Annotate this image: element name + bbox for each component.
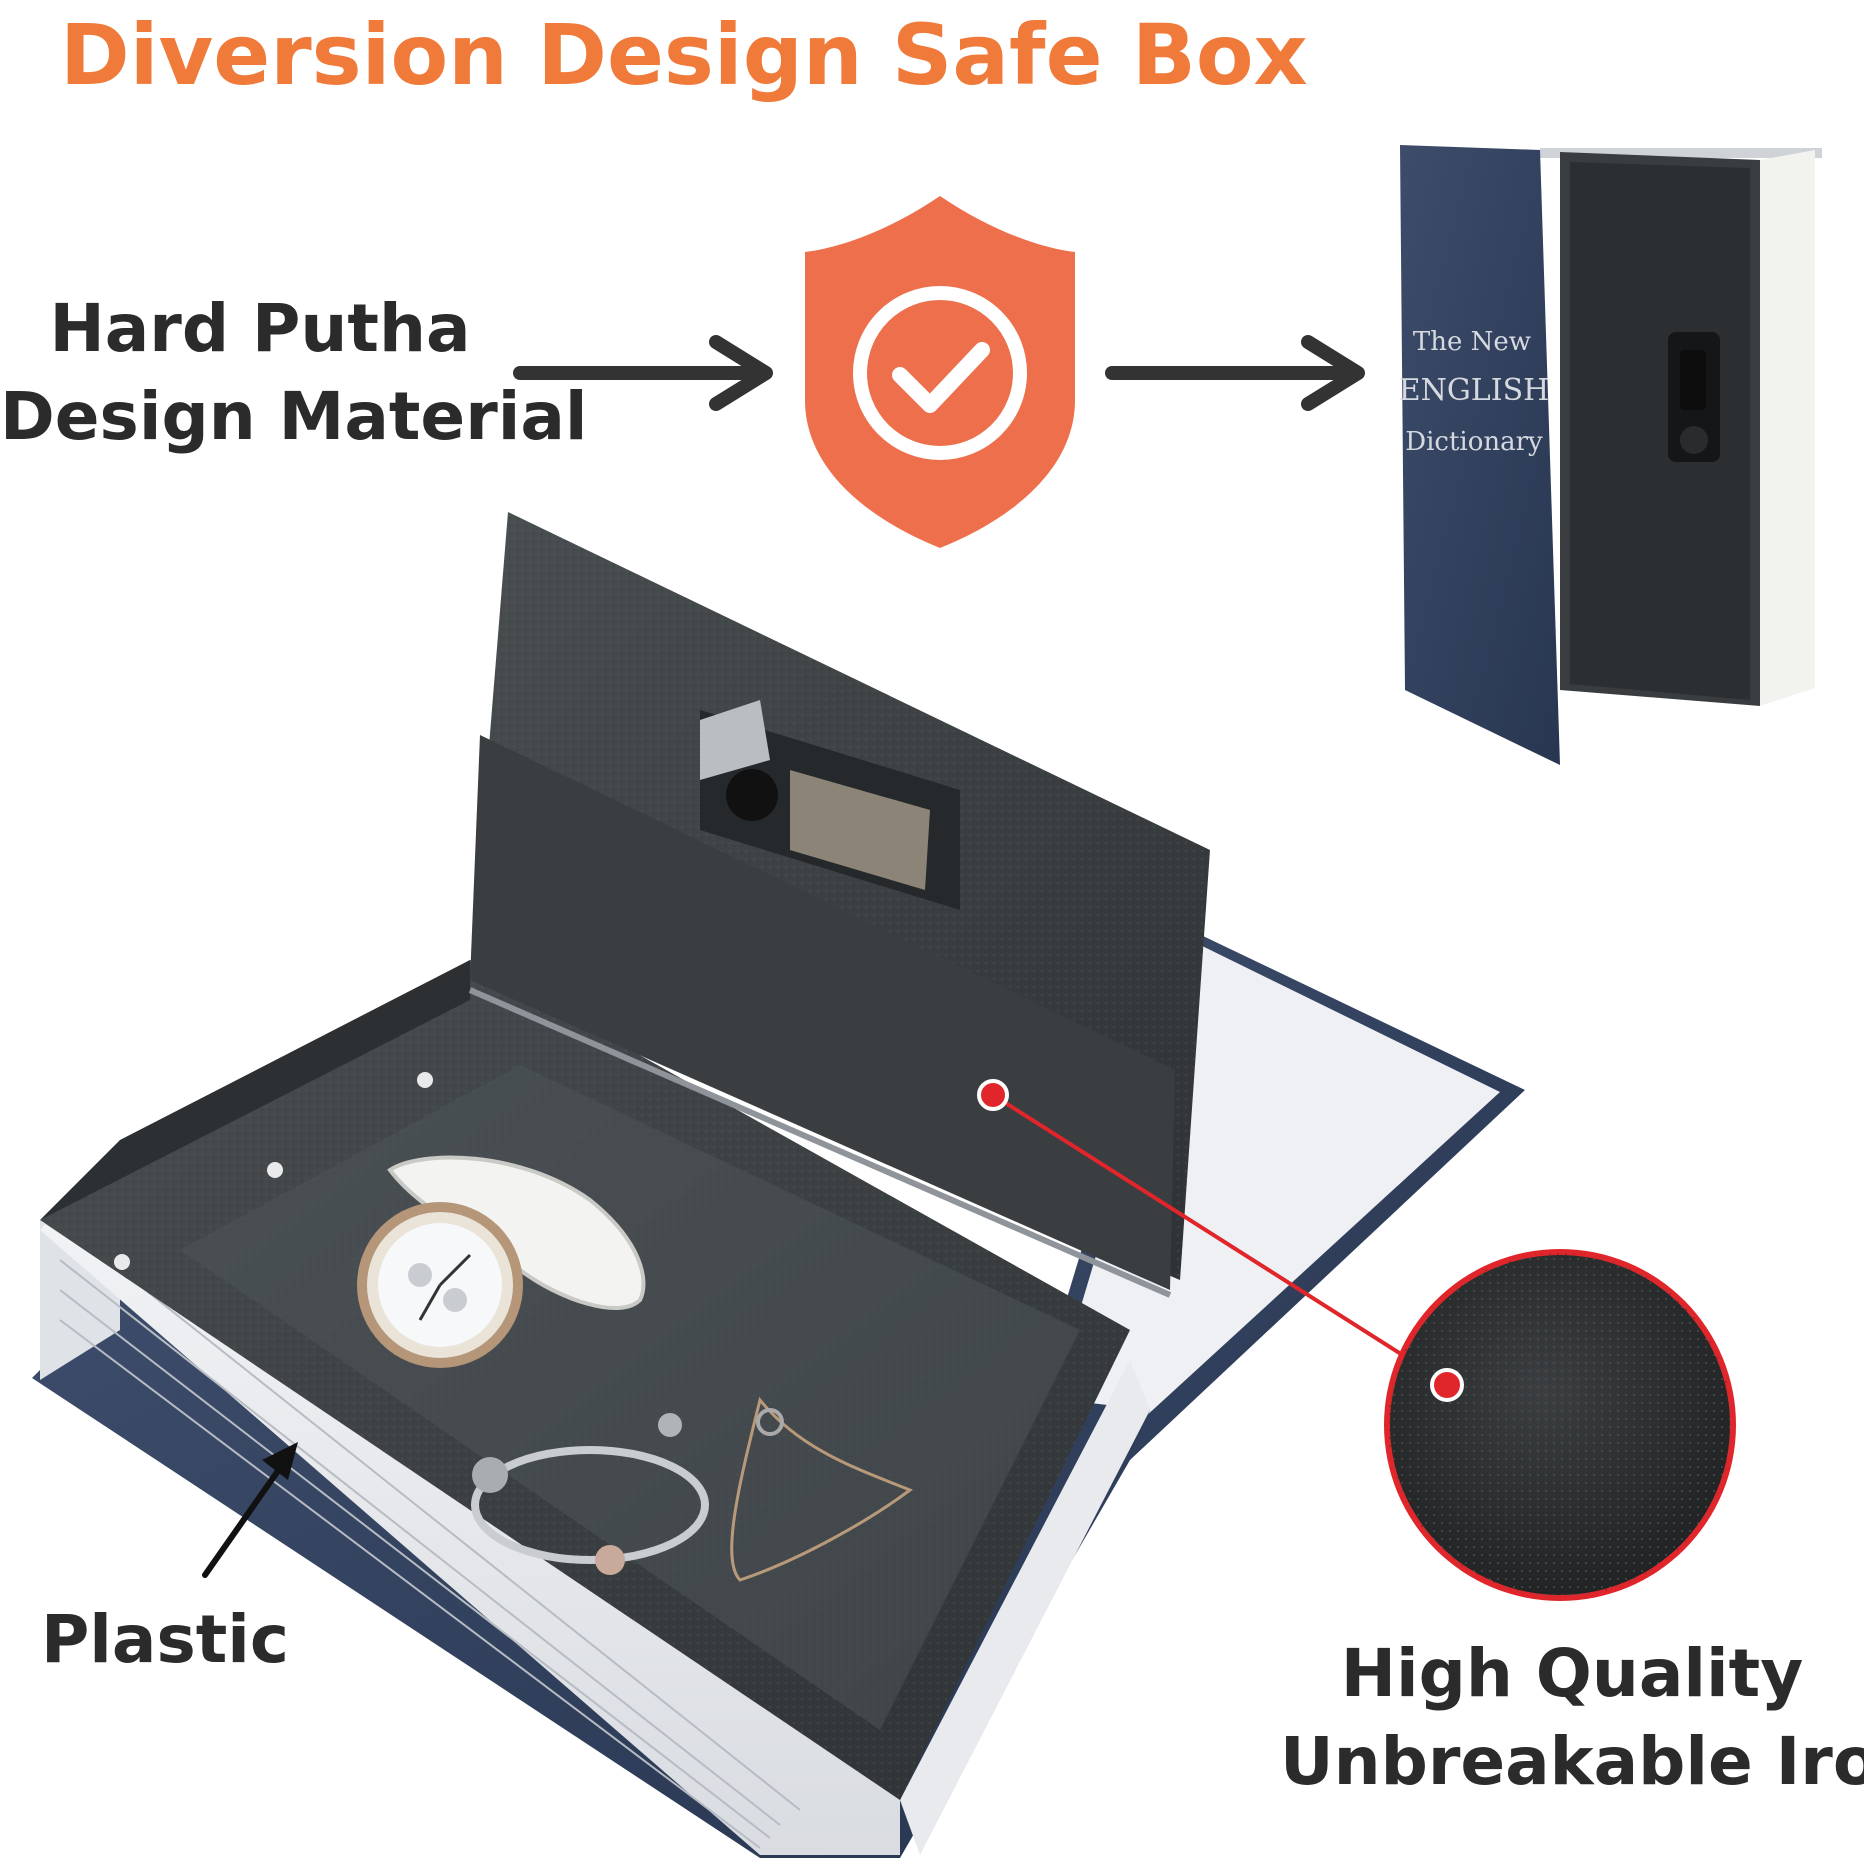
callout-connector [977, 1079, 1447, 1384]
page-title: Diversion Design Safe Box [60, 6, 1308, 104]
material-label: Hard Putha Design Material [0, 285, 588, 461]
material-label-line2: Design Material [0, 378, 588, 455]
arrow-up-right-icon [202, 1442, 298, 1578]
necklace-image [730, 1396, 914, 1582]
closed-book-safe: The New ENGLISH Dictionary [1399, 145, 1822, 765]
plastic-label-text: Plastic [40, 1601, 290, 1678]
iron-label-line1: High Quality [1340, 1635, 1804, 1712]
page-lines [59, 1229, 801, 1849]
watch-image [357, 1155, 646, 1368]
book-cover-line2: ENGLISH [1399, 373, 1550, 408]
book-cover-line1: The New [1413, 327, 1531, 357]
bracelet-image [471, 1413, 709, 1575]
iron-texture-callout [1384, 1249, 1736, 1601]
plastic-label: Plastic [40, 1600, 290, 1680]
book-cover-line3: Dictionary [1405, 427, 1543, 457]
arrow-right-icon [1105, 335, 1365, 411]
iron-label-line2: Unbreakable Iron [1280, 1723, 1864, 1800]
iron-label: High Quality Unbreakable Iron [1280, 1630, 1864, 1806]
combination-lock-icon [700, 700, 960, 910]
open-book-safe [32, 512, 1525, 1858]
material-label-line1: Hard Putha [49, 290, 471, 367]
arrow-right-icon [513, 335, 773, 411]
shield-check-icon [805, 196, 1075, 548]
